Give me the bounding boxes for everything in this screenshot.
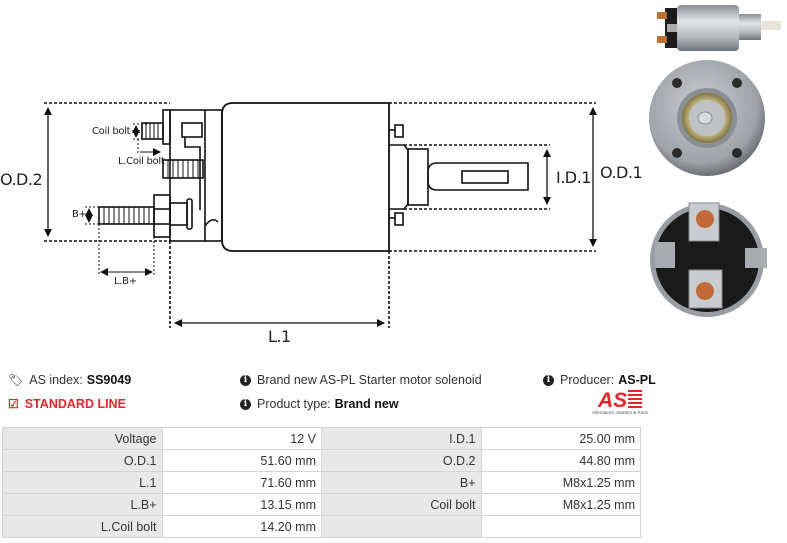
side-view-photo bbox=[657, 5, 781, 51]
info-icon: i bbox=[240, 374, 251, 386]
spec-key: Coil bolt bbox=[321, 493, 482, 516]
od2-label: O.D.2 bbox=[0, 170, 43, 189]
spec-key: B+ bbox=[321, 471, 482, 494]
spec-key: Voltage bbox=[2, 427, 163, 450]
b-plus-label: B+ bbox=[72, 209, 87, 220]
table-row: L.B+ 13.15 mm Coil bolt M8x1.25 mm bbox=[2, 493, 641, 516]
producer-label: Producer: bbox=[560, 373, 615, 387]
spec-key: O.D.2 bbox=[321, 449, 482, 472]
spec-key: I.D.1 bbox=[321, 427, 482, 450]
spec-value: 71.60 mm bbox=[161, 471, 322, 494]
product-photos bbox=[645, 0, 787, 340]
info-icon: i bbox=[240, 398, 251, 410]
tags-icon: 🏷︎ bbox=[8, 373, 24, 387]
spec-key bbox=[321, 515, 482, 538]
terminal-view-photo bbox=[650, 202, 767, 317]
description-text: Brand new AS-PL Starter motor solenoid bbox=[257, 373, 482, 387]
spec-key: L.1 bbox=[2, 471, 163, 494]
product-type: i Product type: Brand new bbox=[240, 397, 399, 411]
od1-label: O.D.1 bbox=[600, 163, 643, 182]
producer-value: AS-PL bbox=[618, 373, 656, 387]
spec-value: M8x1.25 mm bbox=[480, 493, 641, 516]
l-b-plus-label: L.B+ bbox=[114, 276, 137, 287]
standard-line-badge: ☑ STANDARD LINE bbox=[8, 397, 126, 411]
spec-value: 25.00 mm bbox=[480, 427, 641, 450]
spec-key: L.Coil bolt bbox=[2, 515, 163, 538]
table-row: Voltage 12 V I.D.1 25.00 mm bbox=[2, 427, 641, 450]
standard-line-label: STANDARD LINE bbox=[24, 397, 126, 411]
spec-value bbox=[480, 515, 641, 538]
spec-value: 44.80 mm bbox=[480, 449, 641, 472]
spec-value: 12 V bbox=[161, 427, 322, 450]
dimension-diagram: O.D.2 O.D.1 I.D.1 L.1 Coil bolt L.Coil b… bbox=[0, 102, 643, 346]
id1-label: I.D.1 bbox=[556, 168, 591, 187]
description: i Brand new AS-PL Starter motor solenoid bbox=[240, 373, 482, 387]
spec-value: 51.60 mm bbox=[161, 449, 322, 472]
as-index-label: AS index: bbox=[29, 373, 83, 387]
producer: i Producer: AS-PL bbox=[543, 373, 656, 387]
l1-label: L.1 bbox=[268, 327, 291, 346]
logo-text: AS bbox=[597, 389, 627, 411]
table-row: L.1 71.60 mm B+ M8x1.25 mm bbox=[2, 471, 641, 494]
spec-key: O.D.1 bbox=[2, 449, 163, 472]
as-index-value: SS9049 bbox=[86, 373, 132, 387]
product-photo-images bbox=[649, 5, 781, 317]
coil-bolt-label: Coil bolt bbox=[92, 126, 131, 137]
solenoid-drawing bbox=[44, 102, 597, 328]
front-view-photo bbox=[649, 60, 765, 176]
l-coil-bolt-label: L.Coil bolt bbox=[118, 156, 165, 167]
table-row: L.Coil bolt 14.20 mm bbox=[2, 515, 641, 538]
info-icon: i bbox=[543, 374, 554, 386]
spec-key: L.B+ bbox=[2, 493, 163, 516]
product-type-value: Brand new bbox=[334, 397, 399, 411]
logo-tagline: Alternators, Starters & Parts bbox=[591, 410, 648, 415]
as-pl-logo: AS bbox=[578, 387, 648, 417]
specs-table: Voltage 12 V I.D.1 25.00 mm O.D.1 51.60 … bbox=[2, 427, 641, 538]
as-index: 🏷︎ AS index: SS9049 bbox=[8, 373, 131, 387]
spec-value: 14.20 mm bbox=[161, 515, 322, 538]
spec-value: 13.15 mm bbox=[161, 493, 322, 516]
product-type-label: Product type: bbox=[257, 397, 331, 411]
spec-value: M8x1.25 mm bbox=[480, 471, 641, 494]
as-logo-mark: AS bbox=[597, 389, 642, 412]
check-square-icon: ☑ bbox=[8, 397, 19, 411]
table-row: O.D.1 51.60 mm O.D.2 44.80 mm bbox=[2, 449, 641, 472]
